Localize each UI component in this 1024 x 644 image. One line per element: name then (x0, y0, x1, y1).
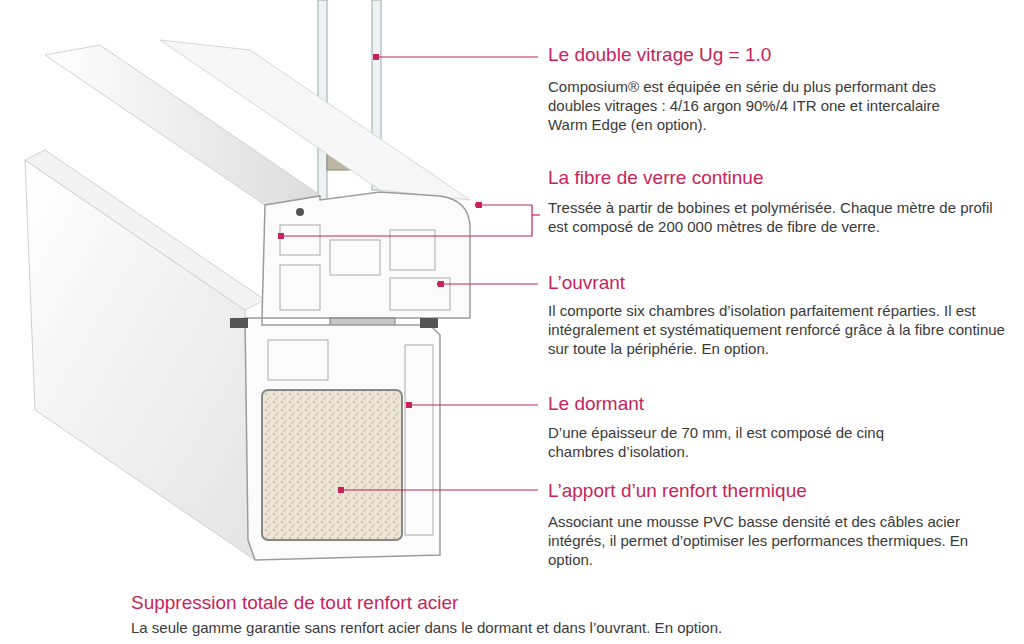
section-heading: Suppression totale de tout renfort acier (131, 592, 458, 614)
callout-heading: La fibre de verre continue (548, 167, 763, 189)
callout-text: Il comporte six chambres d’isolation par… (548, 301, 1018, 358)
callout-heading: Le double vitrage Ug = 1.0 (548, 44, 771, 66)
section-text: La seule gamme garantie sans renfort aci… (131, 618, 1011, 637)
callout-text: Composium® est équipée en série du plus … (548, 77, 968, 134)
callout-heading: L’ouvrant (548, 272, 625, 294)
callout-text: Tressée à partir de bobines et polyméris… (548, 198, 1008, 236)
callout-text: D’une épaisseur de 70 mm, il est composé… (548, 423, 898, 461)
callout-heading: Le dormant (548, 393, 644, 415)
callout-heading: L’apport d’un renfort thermique (548, 480, 807, 502)
callout-text: Associant une mousse PVC basse densité e… (548, 512, 988, 569)
